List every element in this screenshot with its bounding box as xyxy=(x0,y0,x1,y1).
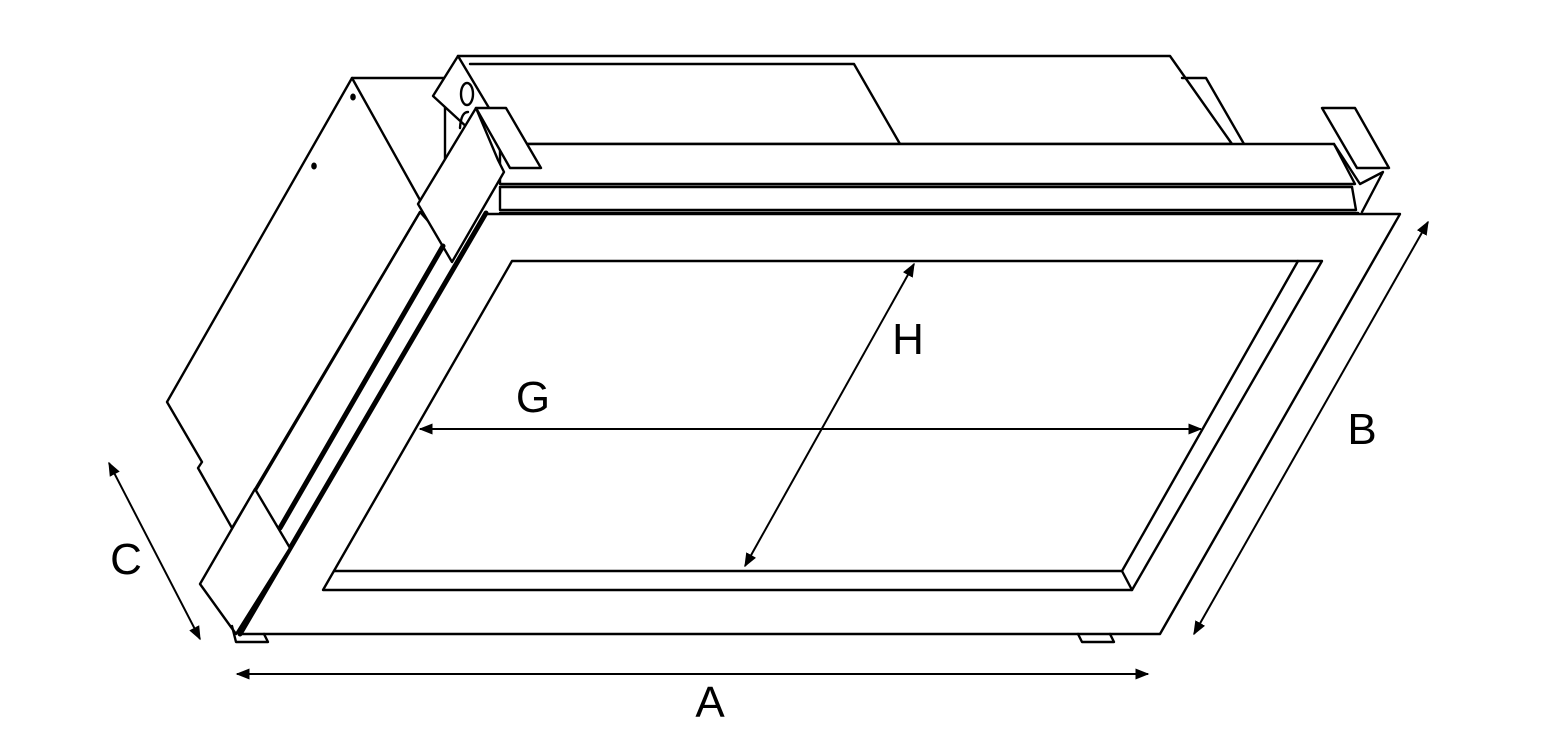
dimension-label-A: A xyxy=(695,678,725,727)
dimension-arrow-B xyxy=(1193,220,1429,636)
dimension-label-H: H xyxy=(892,315,924,364)
dimension-label-G: G xyxy=(515,373,551,422)
dimension-arrows xyxy=(108,220,1429,680)
dimension-label-C: C xyxy=(110,535,142,584)
dimension-arrow-C xyxy=(108,461,201,641)
mounting-bracket-left xyxy=(416,106,543,264)
dimension-label-B: B xyxy=(1347,405,1377,454)
mounting-bracket-right xyxy=(1320,106,1391,214)
dimension-arrow-H xyxy=(744,262,915,568)
side-electrical-box xyxy=(165,76,447,530)
rear-housing xyxy=(456,54,1246,146)
mounting-rails xyxy=(498,142,1360,215)
